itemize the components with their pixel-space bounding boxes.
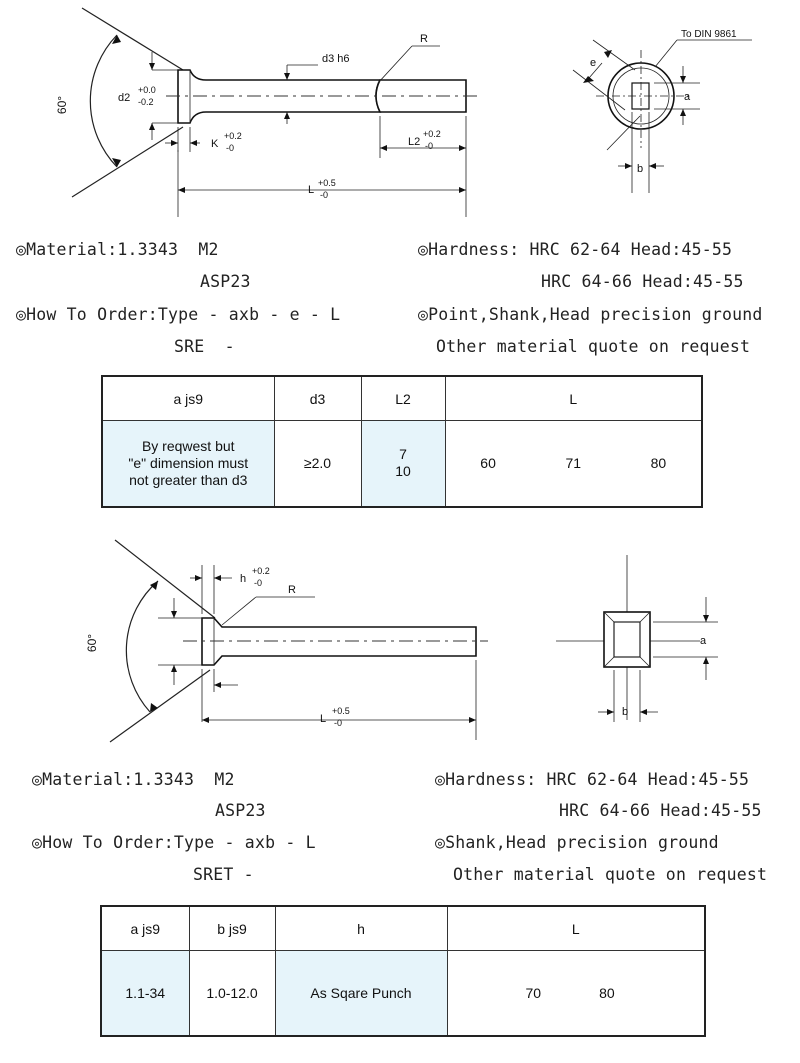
header-l: L (444, 375, 703, 421)
cell-h-sret: As Sqare Punch (274, 950, 448, 1036)
e-label: e (590, 57, 596, 69)
material-text: ◎Material:1.3343 M2 (16, 240, 219, 259)
b-label: b (637, 163, 643, 175)
spec-table-sre: a js9 d3 L2 L By reqwest but "e" dimensi… (101, 375, 703, 508)
angle-line-lower (71, 126, 184, 198)
cell-b-sret: 1.0-12.0 (188, 950, 276, 1036)
header-d3: d3 (273, 375, 362, 421)
angle-line-upper (81, 7, 184, 71)
svg-text:+0.0: +0.0 (138, 85, 156, 95)
spec-table-sret: a js9 b js9 h L 1.1-34 1.0-12.0 As Sqare… (100, 905, 706, 1037)
header-b-sret: b js9 (188, 905, 276, 951)
svg-text:-0.2: -0.2 (138, 97, 154, 107)
material-text-sret: ◎Material:1.3343 M2 (32, 770, 235, 789)
header-l-sret: L (446, 905, 706, 951)
svg-text:-0: -0 (425, 141, 433, 151)
ground-text-sret: ◎Shank,Head precision ground (435, 833, 719, 852)
svg-text:+0.5: +0.5 (318, 178, 336, 188)
l-value: 60 (480, 455, 496, 472)
angle-label-2: 60° (85, 634, 99, 652)
cell-l-sret: 70 80 (446, 950, 706, 1036)
header-a: a js9 (101, 375, 275, 421)
a-label-2: a (700, 635, 707, 647)
r-label-2: R (288, 584, 296, 596)
d3-label: d3 h6 (322, 53, 350, 65)
square-punch-body (201, 617, 477, 666)
header-l2: L2 (360, 375, 446, 421)
l-label: L (308, 184, 314, 196)
order-text-sret-2: SRET - (193, 865, 254, 884)
hardness-text-sret: ◎Hardness: HRC 62-64 Head:45-55 (435, 770, 750, 789)
l-value-sret: 80 (599, 984, 615, 1001)
hardness-text: ◎Hardness: HRC 62-64 Head:45-55 (418, 240, 733, 259)
cell-d3: ≥2.0 (273, 420, 362, 507)
drawing-punch-sret: 60° h +0.2 -0 R L +0.5 -0 (85, 539, 718, 743)
end-view-sret: a b (556, 555, 718, 722)
cell-a-sret: 1.1-34 (100, 950, 190, 1036)
svg-text:+0.2: +0.2 (224, 131, 242, 141)
end-view-sre: e To DIN 9861 a b (572, 29, 752, 193)
header-h-sret: h (274, 905, 448, 951)
din-label: To DIN 9861 (681, 29, 737, 40)
l2-label: L2 (408, 136, 420, 148)
quote-text: Other material quote on request (436, 337, 751, 356)
header-a-sret: a js9 (100, 905, 190, 951)
quote-text-sret: Other material quote on request (453, 865, 768, 884)
svg-text:+0.2: +0.2 (423, 129, 441, 139)
svg-text:-0: -0 (226, 143, 234, 153)
cell-l: 60 71 80 (444, 420, 703, 507)
l-value-sret: 70 (525, 984, 542, 1001)
svg-text:+0.5: +0.5 (332, 706, 350, 716)
material-text-2: ASP23 (200, 272, 251, 291)
hardness-text-sret-2: HRC 64-66 Head:45-55 (559, 801, 762, 820)
k-label: K (211, 138, 219, 150)
order-text-2: SRE - (174, 337, 235, 356)
order-text: ◎How To Order:Type - axb - e - L (16, 305, 341, 324)
l-value: 71 (565, 455, 582, 472)
order-text-sret: ◎How To Order:Type - axb - L (32, 833, 316, 852)
svg-text:-0: -0 (334, 718, 342, 728)
hardness-text-2: HRC 64-66 Head:45-55 (541, 272, 744, 291)
svg-text:-0: -0 (254, 578, 262, 588)
r-label: R (420, 33, 428, 45)
d2-label: d2 (118, 92, 130, 104)
l-value: 80 (650, 455, 667, 472)
drawing-punch-sre: 60° d2 +0.0 -0.2 d3 h6 R K +0.2 -0 L2 +0… (55, 7, 752, 217)
svg-text:-0: -0 (320, 190, 328, 200)
l-label-2: L (320, 713, 326, 725)
svg-text:+0.2: +0.2 (252, 566, 270, 576)
h-label: h (240, 573, 246, 585)
angle-arc (89, 34, 118, 168)
ground-text: ◎Point,Shank,Head precision ground (418, 305, 763, 324)
angle-label: 60° (55, 96, 69, 114)
material-text-sret-2: ASP23 (215, 801, 266, 820)
cell-a: By reqwest but "e" dimension must not gr… (101, 420, 275, 507)
a-label: a (684, 91, 691, 103)
b-label-2: b (622, 706, 628, 718)
